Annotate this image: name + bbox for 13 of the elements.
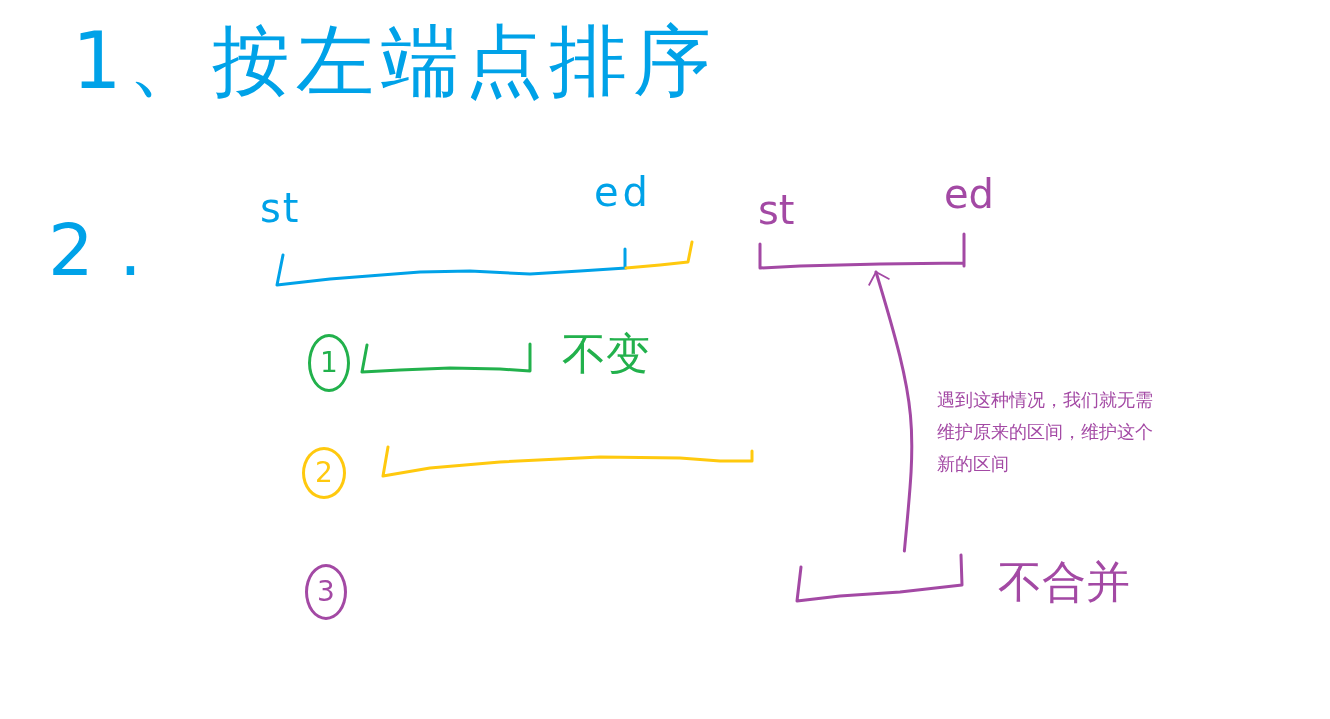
endpoint-label: st bbox=[260, 188, 301, 228]
circled-number: 3 bbox=[305, 564, 347, 620]
endpoint-label: ed bbox=[594, 172, 652, 212]
curved-arrow bbox=[867, 270, 914, 553]
endpoint-label: ed bbox=[944, 174, 994, 214]
step-heading: 1、按左端点排序 bbox=[72, 22, 718, 100]
bracket-note: 不合并 bbox=[998, 560, 1130, 604]
step-number: 2. bbox=[48, 214, 168, 286]
bracket-note: 不变 bbox=[562, 332, 650, 376]
circled-number: 2 bbox=[302, 447, 346, 499]
note-text: 遇到这种情况，我们就无需维护原来的区间，维护这个新的区间 bbox=[937, 388, 1154, 476]
endpoint-label: st bbox=[758, 190, 795, 230]
circled-number: 1 bbox=[308, 334, 350, 392]
